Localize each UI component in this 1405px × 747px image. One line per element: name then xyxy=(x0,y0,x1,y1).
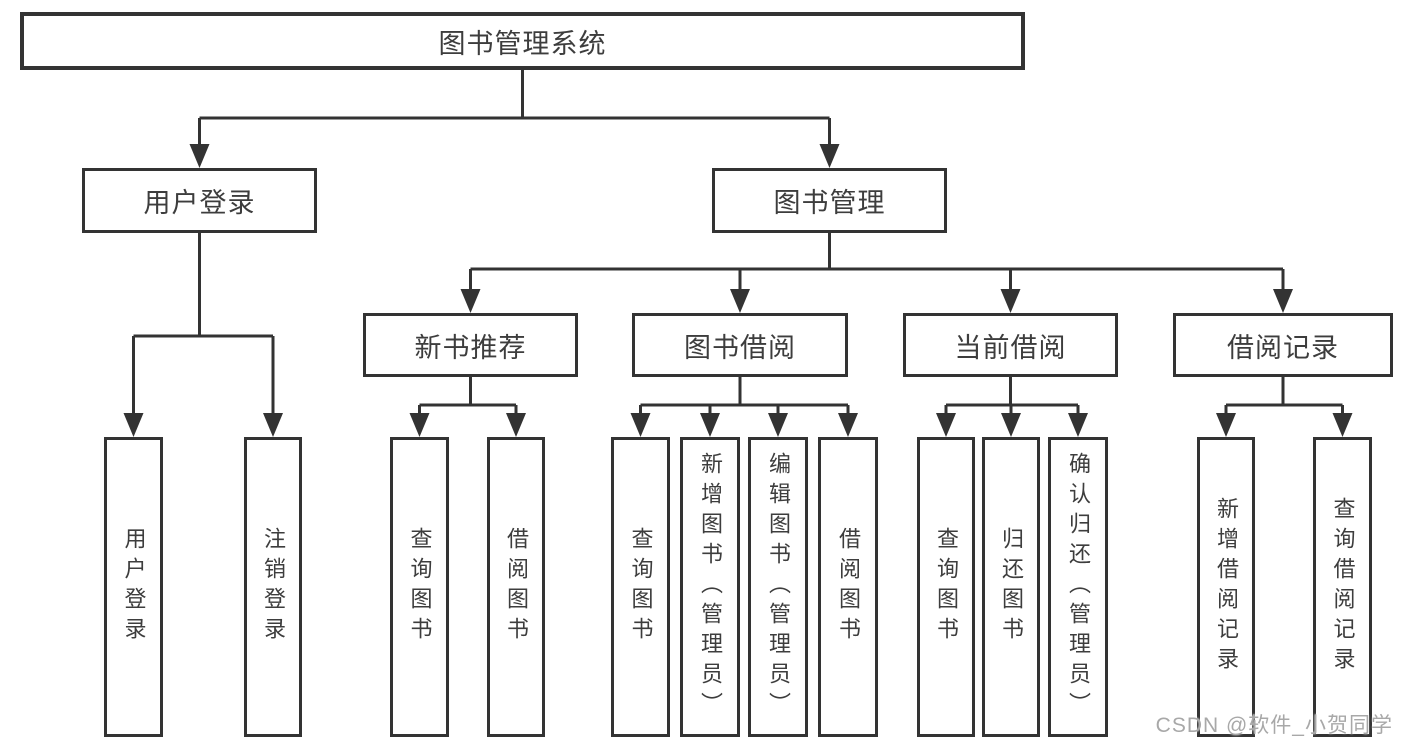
leaf-label: 借阅图书 xyxy=(504,527,529,647)
leaf-label: 归还图书 xyxy=(999,527,1024,647)
arrowheads xyxy=(123,144,1353,437)
leaf-label: 用户登录 xyxy=(121,527,147,647)
leaf-label: 查询图书 xyxy=(407,527,433,647)
leaf-query-books-2: 查询图书 xyxy=(611,437,670,737)
leaf-borrow-books-1: 借阅图书 xyxy=(487,437,545,737)
node-borrowing-records: 借阅记录 xyxy=(1173,313,1393,377)
node-new-book-recommend: 新书推荐 xyxy=(363,313,578,377)
node-library-management-system: 图书管理系统 xyxy=(20,12,1025,70)
leaf-label: 编辑图书（管理员） xyxy=(766,452,791,722)
leaf-confirm-return-admin: 确认归还（管理员） xyxy=(1048,437,1108,737)
node-book-borrowing: 图书借阅 xyxy=(632,313,848,377)
leaf-label: 查询图书 xyxy=(628,527,654,647)
leaf-label: 确认归还（管理员） xyxy=(1066,452,1091,722)
node-user-login-branch: 用户登录 xyxy=(82,168,317,233)
leaf-user-login: 用户登录 xyxy=(104,437,163,737)
leaf-logout: 注销登录 xyxy=(244,437,302,737)
leaf-label: 查询图书 xyxy=(934,527,959,647)
leaf-query-books-3: 查询图书 xyxy=(917,437,975,737)
leaf-label: 新增借阅记录 xyxy=(1214,497,1239,677)
node-current-borrowing: 当前借阅 xyxy=(903,313,1118,377)
leaf-edit-book-admin: 编辑图书（管理员） xyxy=(748,437,808,737)
csdn-watermark: CSDN @软件_小贺同学 xyxy=(1155,714,1393,737)
leaf-label: 注销登录 xyxy=(261,527,286,647)
leaf-label: 借阅图书 xyxy=(836,527,861,647)
leaf-query-borrow-record: 查询借阅记录 xyxy=(1313,437,1372,737)
leaf-return-book: 归还图书 xyxy=(982,437,1040,737)
leaf-query-books-1: 查询图书 xyxy=(390,437,449,737)
leaf-label: 新增图书（管理员） xyxy=(698,452,723,722)
node-book-management-branch: 图书管理 xyxy=(712,168,947,233)
leaf-add-book-admin: 新增图书（管理员） xyxy=(680,437,740,737)
leaf-add-borrow-record: 新增借阅记录 xyxy=(1197,437,1255,737)
leaf-borrow-books-2: 借阅图书 xyxy=(818,437,878,737)
leaf-label: 查询借阅记录 xyxy=(1330,497,1356,677)
